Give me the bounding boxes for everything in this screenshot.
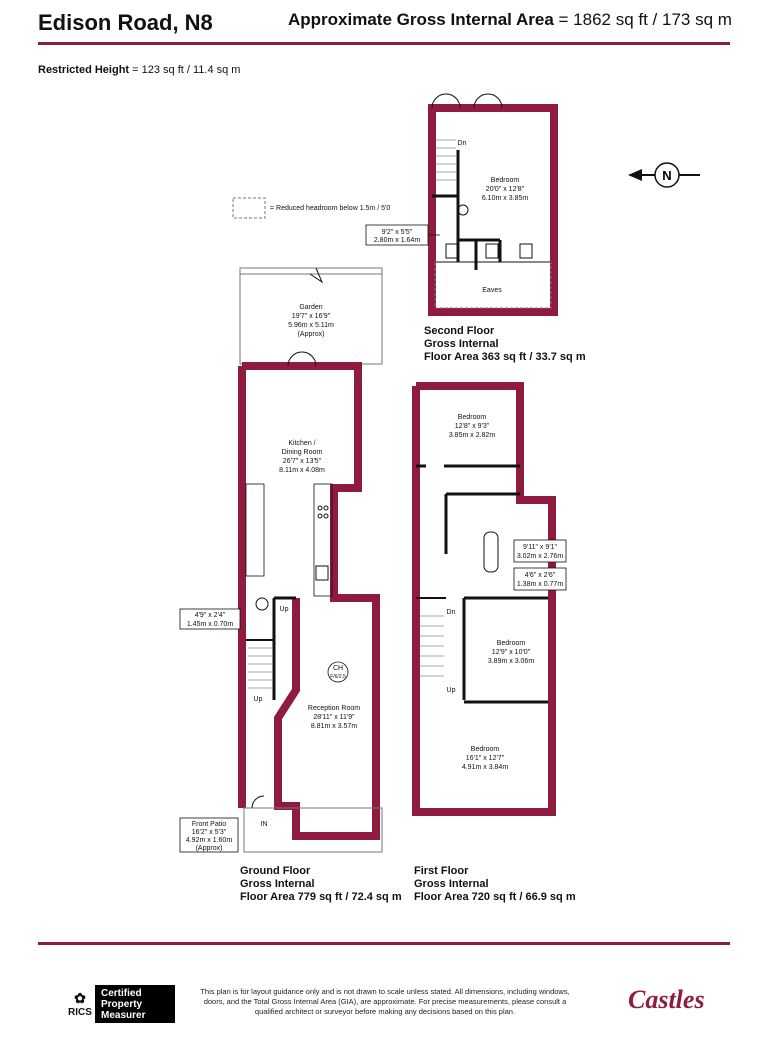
eaves-label: Eaves (482, 287, 502, 294)
first-floor-wc-label: 4'6" x 2'6" 1.38m x 0.77m (517, 572, 563, 588)
svg-text:Bedroom: Bedroom (497, 640, 526, 647)
svg-text:4'6" x 2'6": 4'6" x 2'6" (525, 572, 556, 579)
svg-text:2.80m x 1.64m: 2.80m x 1.64m (374, 237, 420, 244)
svg-text:First Floor: First Floor (414, 865, 469, 877)
restricted-label: Restricted Height (38, 64, 130, 76)
rics-logo: ✿ RICS (60, 990, 100, 1018)
restricted-height: Restricted Height = 123 sq ft / 11.4 sq … (38, 64, 240, 76)
svg-text:3.89m x 3.06m: 3.89m x 3.06m (488, 658, 534, 665)
first-floor-rear-bedroom-label: Bedroom 12'8" x 9'3" 3.85m x 2.82m (449, 414, 495, 439)
cert-line-3: Measurer (101, 1010, 146, 1021)
svg-text:3.02m x 2.76m: 3.02m x 2.76m (517, 553, 563, 560)
second-floor-dn: Dn (458, 140, 467, 147)
svg-text:Gross Internal: Gross Internal (424, 338, 499, 350)
second-floor-area-label: Second Floor Gross Internal Floor Area 3… (424, 325, 586, 363)
svg-text:Ground Floor: Ground Floor (240, 865, 311, 877)
svg-text:9'2" x 5'5": 9'2" x 5'5" (382, 229, 413, 236)
compass-icon: N (628, 162, 700, 188)
cert-line-1: Certified (101, 988, 142, 999)
ground-floor-up-2: Up (254, 696, 263, 703)
front-patio-label: Front Patio 16'2" x 5'3" 4.92m x 1.60m (… (186, 821, 232, 852)
svg-text:1.45m x 0.70m: 1.45m x 0.70m (187, 621, 233, 628)
svg-text:4.91m x 3.84m: 4.91m x 3.84m (462, 764, 508, 771)
certified-measurer-badge: Certified Property Measurer (95, 985, 175, 1023)
ground-floor-up-1: Up (280, 606, 289, 613)
svg-text:8.81m x 3.57m: 8.81m x 3.57m (311, 723, 357, 730)
svg-text:3.85m x 2.82m: 3.85m x 2.82m (449, 432, 495, 439)
svg-text:(Approx): (Approx) (298, 331, 325, 338)
reduced-headroom-legend: = Reduced headroom below 1.5m / 5'0 (270, 205, 390, 212)
gia-label: Approximate Gross Internal Area (288, 10, 554, 29)
svg-text:8.11m x 4.08m: 8.11m x 4.08m (279, 467, 325, 474)
first-floor-middle-bedroom-label: Bedroom 12'9" x 10'0" 3.89m x 3.06m (488, 640, 534, 665)
svg-text:1.38m x 0.77m: 1.38m x 0.77m (517, 581, 563, 588)
svg-text:Dining Room: Dining Room (282, 449, 323, 456)
rics-emblem-icon: ✿ (74, 990, 86, 1006)
svg-text:Floor Area 363 sq ft / 33.7 sq: Floor Area 363 sq ft / 33.7 sq m (424, 351, 586, 363)
footer-rule (38, 942, 730, 945)
compass-letter: N (662, 168, 671, 183)
svg-text:4'9" x 2'4": 4'9" x 2'4" (195, 612, 226, 619)
svg-text:20'0" x 12'8": 20'0" x 12'8" (486, 186, 525, 193)
svg-text:12'8" x 9'3": 12'8" x 9'3" (455, 423, 490, 430)
ground-floor-area-label: Ground Floor Gross Internal Floor Area 7… (240, 865, 402, 903)
svg-text:Second Floor: Second Floor (424, 325, 495, 337)
svg-text:Bedroom: Bedroom (458, 414, 487, 421)
svg-text:19'7" x 16'9": 19'7" x 16'9" (292, 313, 331, 320)
kitchen-label: Kitchen / Dining Room 26'7" x 13'5" 8.11… (279, 440, 325, 474)
svg-text:Bedroom: Bedroom (491, 177, 520, 184)
restricted-value: = 123 sq ft / 11.4 sq m (129, 64, 241, 76)
first-floor-plan: Dn Up Bedroom 12'8" x 9'3" 3.85m x 2.82m… (412, 382, 567, 816)
property-title: Edison Road, N8 (38, 10, 213, 35)
svg-text:Reception Room: Reception Room (308, 705, 360, 712)
svg-text:5.96m x 5.11m: 5.96m x 5.11m (288, 322, 334, 329)
ground-floor-plan: Garden 19'7" x 16'9" 5.96m x 5.11m (Appr… (179, 267, 383, 853)
svg-text:16'1" x 12'7": 16'1" x 12'7" (466, 755, 505, 762)
svg-text:28'11" x 11'9": 28'11" x 11'9" (313, 714, 355, 721)
svg-text:Bedroom: Bedroom (471, 746, 500, 753)
svg-text:9'11" x 9'1": 9'11" x 9'1" (523, 544, 557, 551)
rics-text: RICS (68, 1007, 92, 1018)
svg-text:Garden: Garden (299, 304, 322, 311)
svg-text:Gross Internal: Gross Internal (240, 878, 315, 890)
gross-internal-area: Approximate Gross Internal Area = 1862 s… (288, 10, 732, 30)
header-rule (38, 42, 730, 45)
castles-logo: Castles (628, 985, 705, 1014)
svg-text:4.92m x 1.60m: 4.92m x 1.60m (186, 837, 232, 844)
svg-text:16'2" x 5'3": 16'2" x 5'3" (192, 829, 227, 836)
svg-text:Front Patio: Front Patio (192, 821, 226, 828)
second-floor-plan: Dn Eaves Bedroom 20'0" x 12'8" 6.10m x 3… (365, 93, 558, 316)
svg-text:Floor Area 779 sq ft / 72.4 sq: Floor Area 779 sq ft / 72.4 sq m (240, 891, 402, 903)
garden-label: Garden 19'7" x 16'9" 5.96m x 5.11m (Appr… (288, 304, 334, 338)
svg-text:Floor Area 720 sq ft / 66.9 sq: Floor Area 720 sq ft / 66.9 sq m (414, 891, 576, 903)
ch-marker: CH (333, 665, 343, 672)
first-floor-front-bedroom-label: Bedroom 16'1" x 12'7" 4.91m x 3.84m (462, 746, 508, 771)
ground-small-room-label: 4'9" x 2'4" 1.45m x 0.70m (187, 612, 233, 628)
reception-label: Reception Room 28'11" x 11'9" 8.81m x 3.… (308, 705, 360, 730)
svg-text:(Approx): (Approx) (196, 845, 223, 852)
first-floor-dn: Dn (447, 609, 456, 616)
first-floor-area-label: First Floor Gross Internal Floor Area 72… (414, 865, 576, 903)
svg-text:Kitchen /: Kitchen / (288, 440, 315, 447)
entrance-marker: IN (261, 821, 268, 828)
reduced-headroom-swatch (232, 197, 266, 219)
first-floor-bathroom-label: 9'11" x 9'1" 3.02m x 2.76m (517, 544, 563, 560)
first-floor-up: Up (447, 687, 456, 694)
cert-line-2: Property (101, 999, 143, 1010)
disclaimer-text: This plan is for layout guidance only an… (200, 987, 570, 1016)
ch-marker-sub: F/6/2.5 (330, 674, 346, 680)
gia-value: = 1862 sq ft / 173 sq m (553, 10, 732, 29)
svg-text:12'9" x 10'0": 12'9" x 10'0" (492, 649, 531, 656)
svg-text:Gross Internal: Gross Internal (414, 878, 489, 890)
svg-text:26'7" x 13'5": 26'7" x 13'5" (283, 458, 322, 465)
second-floor-bedroom-label: Bedroom 20'0" x 12'8" 6.10m x 3.85m (482, 177, 528, 202)
second-floor-bathroom-label: 9'2" x 5'5" 2.80m x 1.64m (374, 229, 420, 244)
svg-text:6.10m x 3.85m: 6.10m x 3.85m (482, 195, 528, 202)
